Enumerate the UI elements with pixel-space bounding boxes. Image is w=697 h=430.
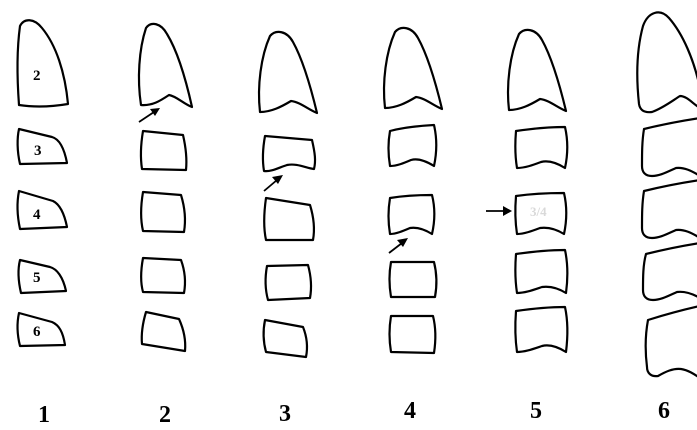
stage-label-1: 1: [38, 402, 50, 428]
vertebra-label-c5: 5: [33, 270, 41, 286]
stage-5: 3/4: [486, 30, 567, 352]
c2-odontoid-body: [508, 30, 566, 111]
stage-2: [139, 24, 192, 351]
c6-body: [18, 313, 65, 346]
c2-odontoid-body: [18, 20, 68, 106]
c6-body: [390, 316, 436, 353]
c5-body: [515, 250, 567, 293]
concavity-arrow: [139, 108, 160, 122]
vertebra-label-c3: 3: [34, 143, 42, 159]
vertebra-label-c2: 2: [33, 68, 41, 84]
concavity-arrow: [389, 238, 408, 253]
stage-3: [259, 32, 317, 357]
vertebra-label-c4: 4: [33, 207, 41, 223]
c4-body: [389, 195, 435, 234]
stage-label-3: 3: [279, 401, 291, 427]
c4-body: [264, 198, 314, 240]
stage-4: [384, 28, 442, 353]
c3-body: [18, 129, 67, 164]
c2-odontoid-body: [259, 32, 317, 113]
c5-body: [19, 260, 66, 293]
c5-body: [643, 243, 697, 300]
c5-body: [266, 265, 311, 300]
c6-body: [646, 306, 697, 378]
c2-odontoid-body: [384, 28, 442, 109]
c2-odontoid-body: [637, 12, 697, 112]
c5-body: [141, 258, 185, 293]
faint-vertebra-label: 3/4: [530, 204, 547, 219]
c3-body: [263, 136, 315, 171]
c6-body: [515, 307, 567, 352]
c4-body: [642, 180, 697, 238]
concavity-arrow: [264, 175, 283, 191]
c4-body: [141, 192, 185, 232]
c3-body: [389, 125, 437, 166]
stage-label-4: 4: [404, 398, 416, 424]
c4-body: [18, 191, 67, 229]
c6-body: [142, 312, 186, 351]
c5-body: [390, 262, 437, 297]
stage-labels: 1 2 3 4 5 6: [38, 398, 670, 428]
c3-body: [642, 118, 697, 176]
pointer-arrow: [486, 206, 512, 216]
stage-label-6: 6: [658, 398, 670, 424]
c2-odontoid-body: [139, 24, 192, 107]
c3-body: [515, 127, 567, 168]
c3-body: [141, 131, 186, 170]
stage-label-5: 5: [530, 398, 542, 424]
stage-label-2: 2: [159, 402, 171, 428]
vertebra-label-c6: 6: [33, 324, 41, 340]
c6-body: [264, 320, 307, 357]
stage-6: [637, 12, 697, 378]
stage-1: 2 3 4 5 6: [18, 20, 68, 346]
